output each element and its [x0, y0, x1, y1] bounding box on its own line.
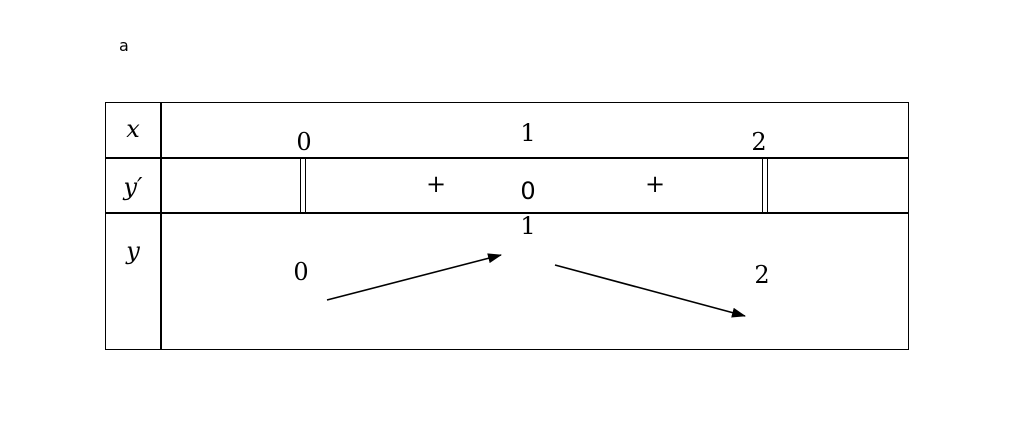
double-bar-left	[300, 158, 306, 212]
x-value-0: 0	[296, 128, 312, 156]
y-value-right: 2	[754, 261, 770, 289]
row-label-y: y	[126, 237, 140, 265]
increasing-arrow	[326, 253, 502, 301]
variation-arrows	[326, 253, 746, 318]
decreasing-arrow	[554, 264, 746, 318]
row-divider-1	[106, 157, 908, 159]
label-column-divider	[160, 103, 162, 349]
y-value-top: 1	[520, 212, 536, 240]
variation-table: x y′ y 0 1 2 + 0 + 0 1 2	[105, 102, 909, 350]
corner-label: a	[119, 36, 129, 55]
y-value-left: 0	[293, 258, 309, 286]
x-value-1: 1	[520, 119, 536, 147]
derivative-zero: 0	[520, 177, 536, 205]
sign-plus-left: +	[425, 170, 447, 198]
row-label-x: x	[126, 115, 140, 143]
double-bar-right	[762, 158, 768, 212]
row-divider-2	[106, 212, 908, 214]
x-value-2: 2	[751, 128, 767, 156]
sign-plus-right: +	[644, 170, 666, 198]
row-label-yprime: y′	[123, 173, 143, 201]
